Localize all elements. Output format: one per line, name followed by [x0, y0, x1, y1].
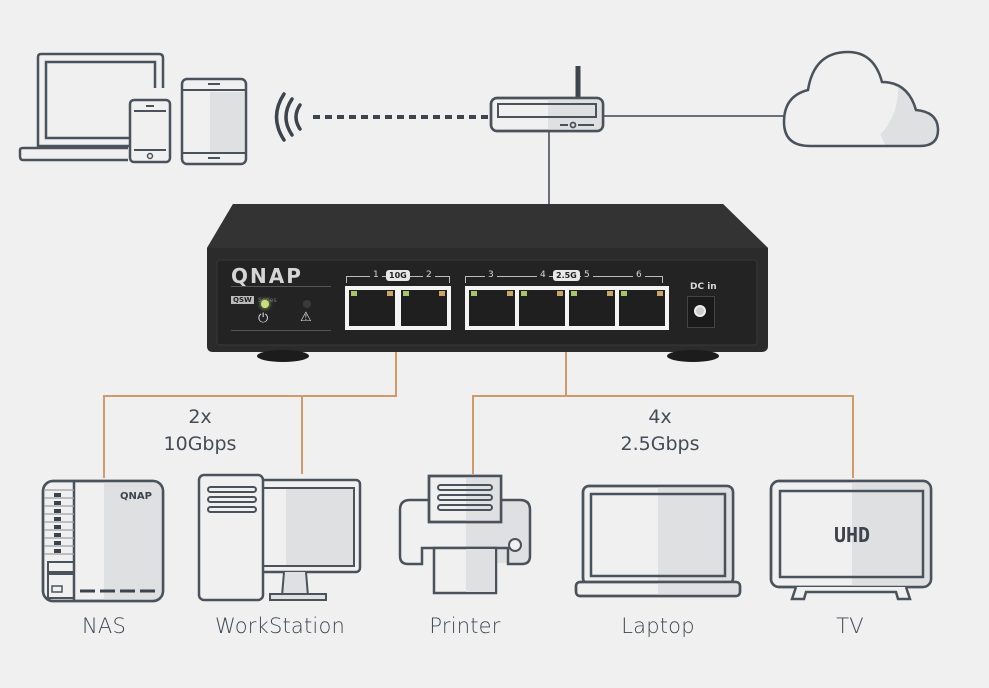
port-label-1: 1: [370, 270, 382, 280]
port-label-6: 6: [633, 270, 645, 280]
tv-screen-text: UHD: [834, 523, 870, 547]
switch-brand-logo: QNAP: [231, 264, 303, 288]
warning-icon: ⚠: [300, 309, 312, 324]
badge-10g: 10G: [386, 270, 410, 281]
power-led: [261, 300, 269, 308]
port-label-2: 2: [423, 270, 435, 280]
ethernet-ports: [345, 286, 669, 330]
printer-icon: [398, 474, 532, 595]
port-label-5: 5: [581, 270, 593, 280]
indicator-divider: [231, 330, 331, 331]
power-icon: ⏻: [258, 310, 269, 325]
dc-in-jack: [687, 296, 715, 328]
device-label-workstation: WorkStation: [214, 614, 346, 638]
downlink-10g-lines: [103, 318, 397, 478]
logo-divider: [231, 286, 331, 287]
link-10g-label: 2x 10Gbps: [140, 404, 260, 458]
port-1: [349, 290, 395, 326]
dc-in-label: DC in: [690, 282, 717, 292]
smartphone-icon: [128, 98, 172, 164]
device-label-laptop: Laptop: [621, 614, 695, 638]
cloud-icon: [782, 50, 940, 148]
series-badge: QSW Series: [231, 296, 277, 304]
laptop-top-icon: [18, 52, 165, 162]
tv-icon: UHD: [769, 479, 933, 601]
tablet-icon: [180, 77, 248, 166]
workstation-icon: [197, 473, 362, 602]
port-label-4: 4: [537, 270, 549, 280]
network-switch: QNAP QSW Series ⏻ ⚠ 1 10G 2 3 4 2.5G 5 6…: [203, 200, 773, 365]
laptop-icon: [574, 484, 742, 598]
port-label-3: 3: [485, 270, 497, 280]
link-10g-count: 2x: [188, 406, 212, 428]
port-6: [619, 290, 665, 326]
link-25g-count: 4x: [648, 406, 672, 428]
link-10g-speed: 10Gbps: [163, 433, 237, 455]
link-25g-speed: 2.5Gbps: [620, 433, 700, 455]
link-25g-label: 4x 2.5Gbps: [600, 404, 720, 458]
port-5: [569, 290, 615, 326]
router-icon: [489, 66, 605, 133]
nas-icon: QNAP: [41, 479, 165, 603]
badge-25g: 2.5G: [553, 270, 580, 281]
nas-brand-logo: QNAP: [120, 491, 152, 502]
wifi-icon: [274, 92, 302, 142]
port-2: [401, 290, 447, 326]
warning-led: [303, 300, 311, 308]
device-label-printer: Printer: [429, 614, 501, 638]
device-label-tv: TV: [836, 614, 864, 638]
port-3: [469, 290, 515, 326]
port-4: [519, 290, 565, 326]
device-label-nas: NAS: [81, 614, 126, 638]
